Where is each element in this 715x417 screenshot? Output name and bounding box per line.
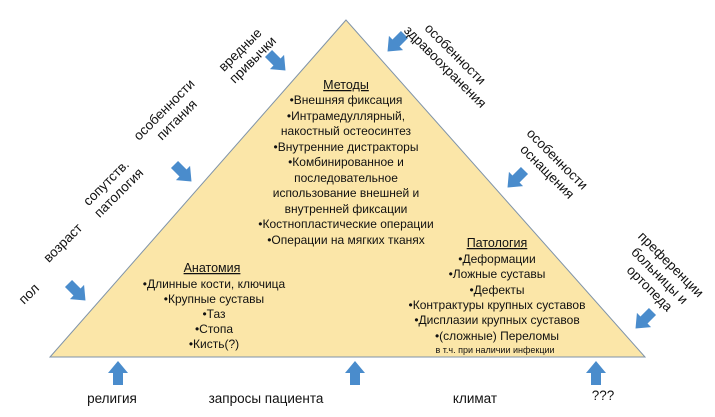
methods-line: •Костнопластические операции (258, 217, 433, 231)
methods-block: Методы •Внешняя фиксация •Интрамедуллярн… (258, 78, 433, 247)
methods-line: •Комбинированное и (288, 155, 404, 169)
anatomy-line: •Таз (202, 307, 226, 321)
factor-unknown: ??? (592, 388, 615, 403)
methods-line: внутренней фиксации (285, 202, 408, 216)
methods-line: •Интрамедуллярный, (287, 109, 405, 123)
methods-line: накостный остеосинтез (281, 124, 412, 138)
methods-line: •Внутренние дистракторы (274, 140, 419, 154)
anatomy-block: Анатомия •Длинные кости, ключица •Крупны… (143, 261, 286, 351)
arrow-religion-icon (108, 361, 128, 385)
factor-healthcare: особенности здравоохранения (401, 11, 501, 111)
pathology-line: •Ложные суставы (449, 267, 546, 281)
factor-equipment: особенности оснащения (512, 126, 593, 207)
methods-line: последовательное (294, 171, 398, 185)
arrow-nutrition-icon (167, 157, 199, 189)
anatomy-line: •Стопа (195, 322, 233, 336)
arrow-unknown-icon (586, 361, 606, 385)
pathology-line: •Деформации (458, 252, 535, 266)
factor-nutrition: особенности питания (131, 74, 212, 155)
arrow-patient-requests-icon (345, 361, 365, 385)
anatomy-line: •Кисть(?) (189, 337, 239, 351)
pathology-line: •Дисплазии крупных суставов (414, 313, 579, 327)
pyramid-triangle (48, 19, 647, 358)
factor-religion: религия (87, 391, 137, 406)
pathology-line: •(сложные) Переломы (435, 329, 559, 343)
methods-line: •Операции на мягких тканях (267, 233, 425, 247)
pathology-title: Патология (467, 236, 528, 250)
pathology-block: Патология •Деформации •Ложные суставы •Д… (409, 236, 586, 355)
methods-title: Методы (323, 78, 369, 92)
factor-age: возраст (40, 220, 85, 265)
factor-patient-requests: запросы пациента (209, 391, 324, 406)
arrow-sex-icon (61, 276, 93, 308)
pathology-line: •Дефекты (469, 283, 524, 297)
anatomy-title: Анатомия (184, 261, 241, 275)
factor-comorbidity: сопутств. патология (80, 154, 147, 221)
pathology-line: •Контрактуры крупных суставов (409, 298, 586, 312)
factor-sex: пол (16, 281, 42, 307)
anatomy-line: •Длинные кости, ключица (143, 277, 286, 291)
factor-preferences: преференции больницы и ортопеда (613, 229, 710, 326)
anatomy-line: •Крупные суставы (164, 292, 264, 306)
factor-climate: климат (453, 391, 497, 406)
methods-line: •Внешняя фиксация (290, 93, 403, 107)
pathology-note: в т.ч. при наличии инфекции (435, 345, 554, 355)
arrow-preferences-icon (628, 304, 660, 336)
arrow-equipment-icon (500, 163, 532, 195)
methods-line: использование внешней и (273, 186, 420, 200)
